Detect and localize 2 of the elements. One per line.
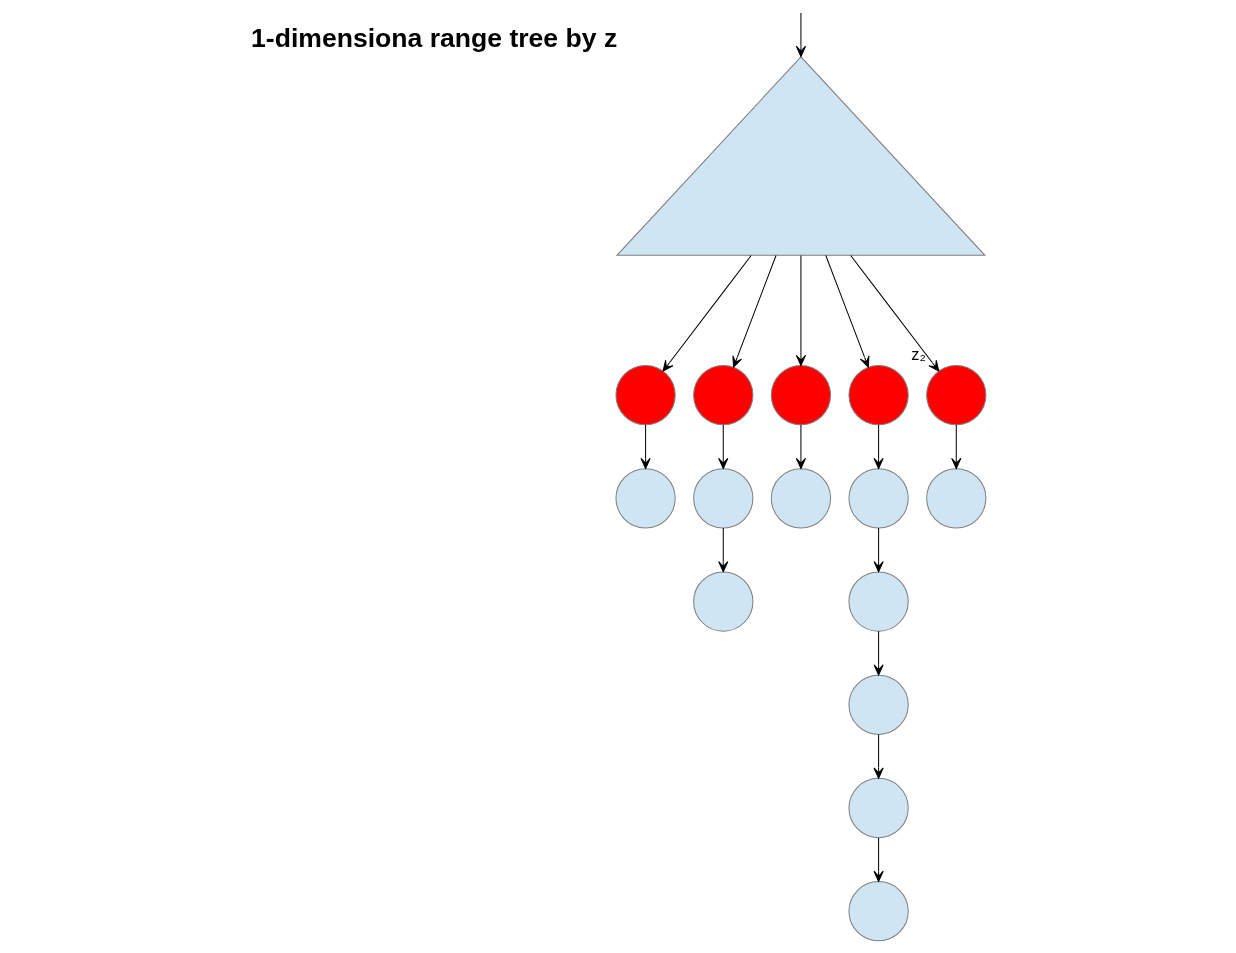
node-label: z₂ [910, 345, 926, 364]
node-label: 1-dimensiona range tree by z [250, 23, 617, 54]
